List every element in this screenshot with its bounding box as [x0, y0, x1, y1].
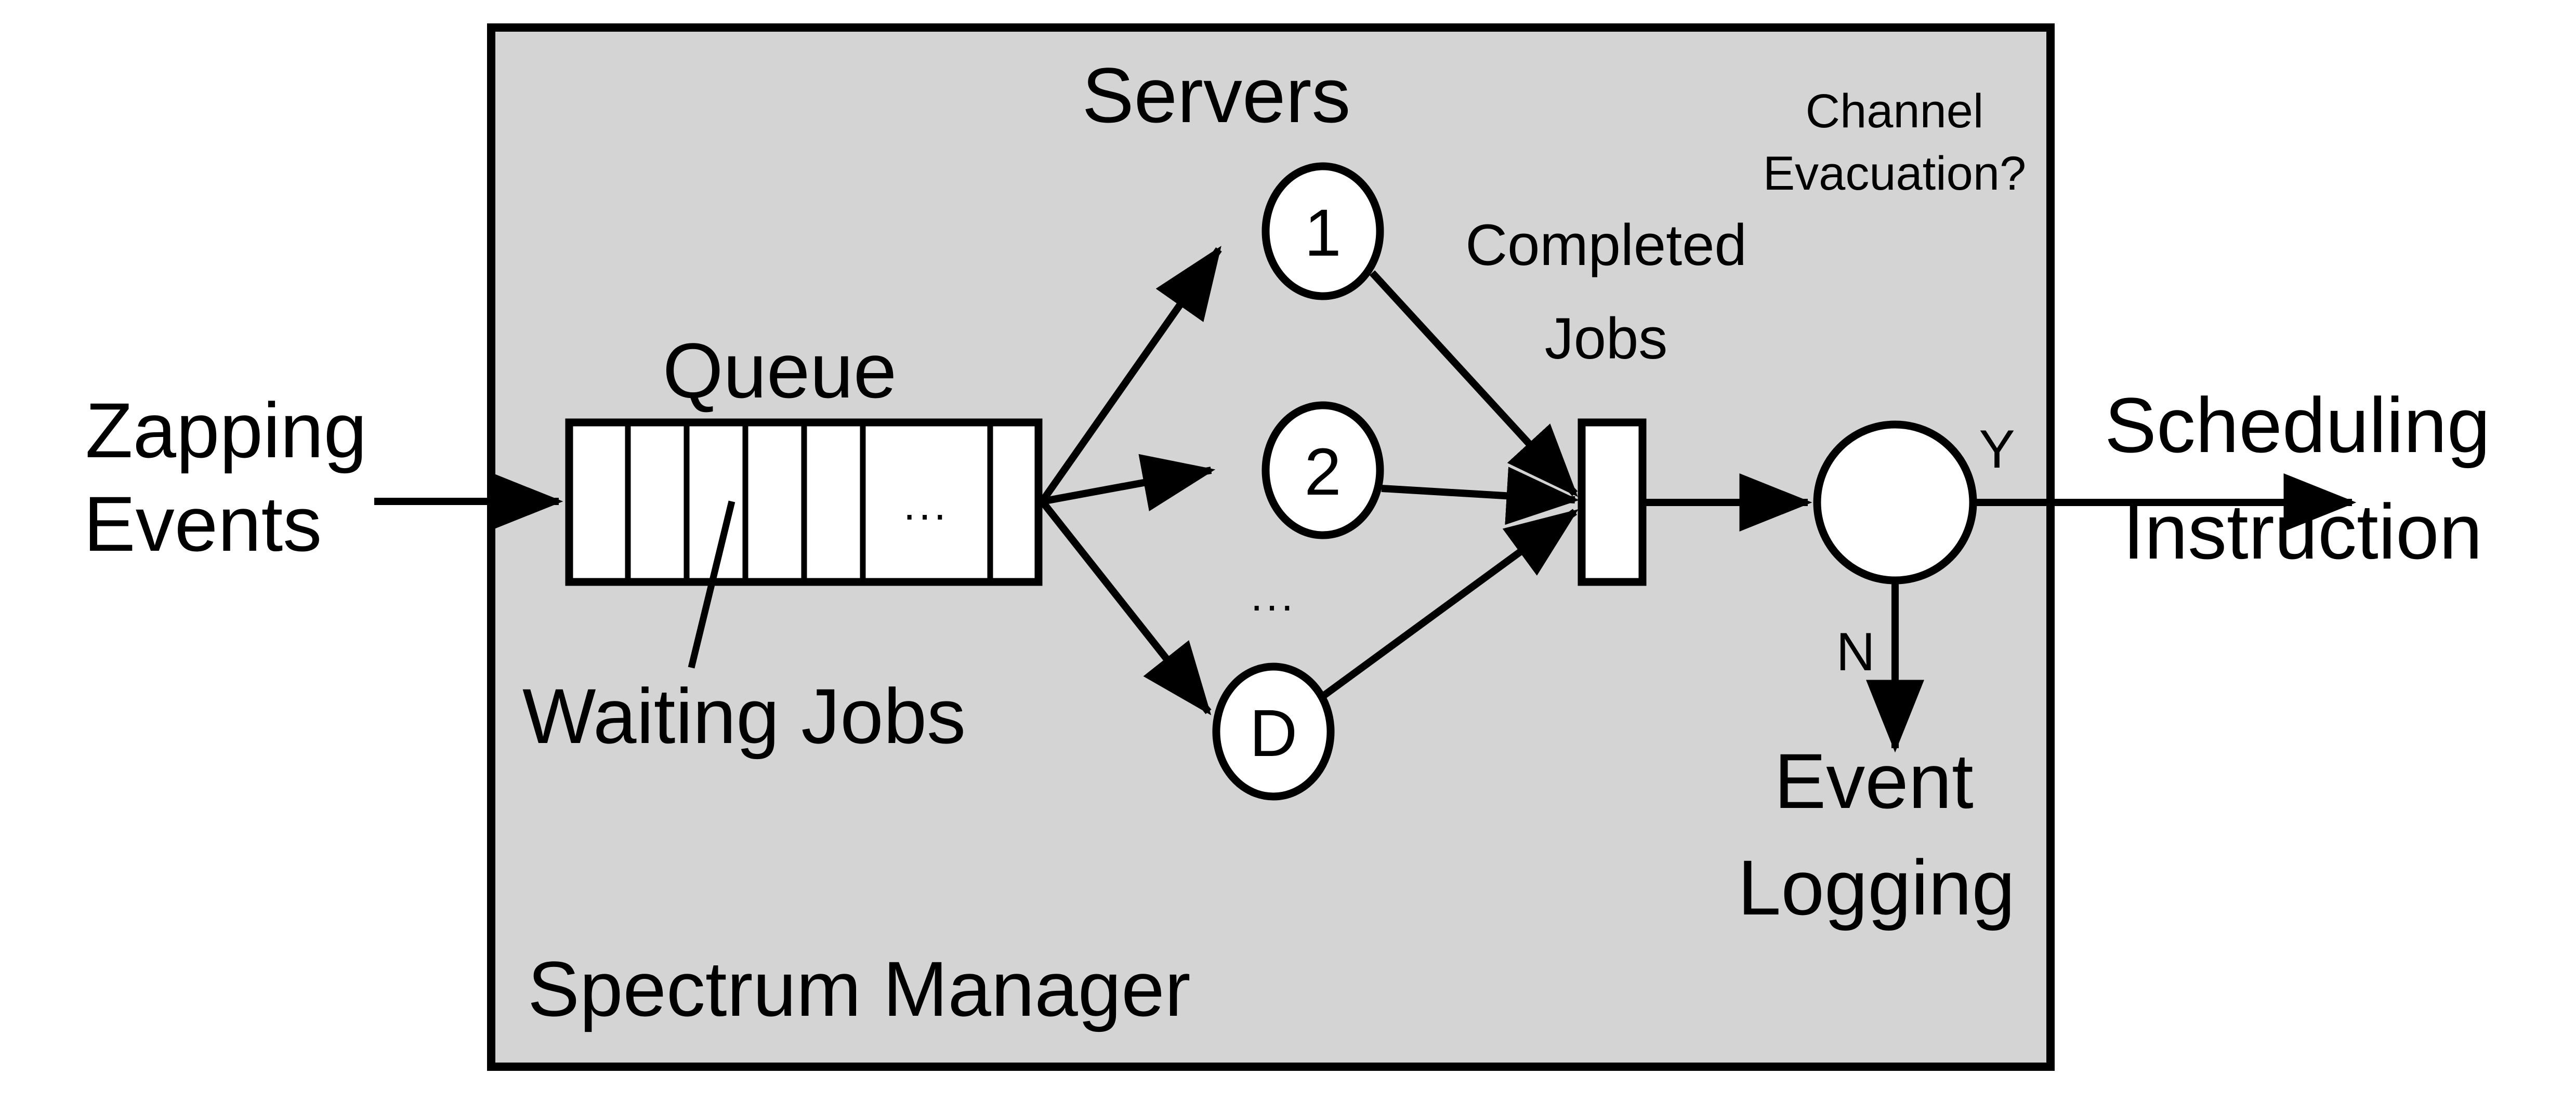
dispatch-arrow-to-server-d: [1039, 499, 1212, 715]
queue-ellipsis: ...: [903, 480, 949, 529]
server-1-circle: [1261, 162, 1384, 300]
completion-arrow-from-server-2: [1381, 467, 1580, 525]
channel-evacuation-decision-node: [1813, 420, 1977, 585]
spectrum-manager-label: Spectrum Manager: [528, 945, 1191, 1032]
event-logging-label-line2: Logging: [1738, 844, 2015, 931]
server-d-label: D: [1250, 696, 1297, 771]
dispatch-arrow-to-server-2: [1041, 454, 1216, 511]
servers-title: Servers: [1082, 51, 1351, 139]
completion-arrow-from-server-1: [1369, 270, 1578, 497]
channel-evacuation-label-line1: Channel: [1806, 85, 1984, 138]
waiting-jobs-label: Waiting Jobs: [522, 672, 966, 760]
no-branch-label: N: [1836, 622, 1875, 682]
servers-ellipsis: ...: [1251, 571, 1296, 620]
completed-jobs-buffer: [1578, 418, 1647, 586]
dispatch-arrow-to-server-1: [1039, 246, 1222, 504]
server-2-label: 2: [1304, 435, 1341, 509]
scheduling-instruction-label-line1: Scheduling: [2105, 381, 2490, 469]
event-logging-label-line1: Event: [1774, 737, 1974, 825]
server-node-1: 1: [1261, 162, 1384, 300]
server-2-circle: [1261, 401, 1384, 539]
yes-branch-label: Y: [1979, 419, 2015, 480]
queue-title: Queue: [663, 327, 897, 414]
zapping-events-label-line1: Zapping: [85, 387, 367, 474]
completion-arrow-from-server-d: [1320, 509, 1579, 699]
server-d-circle: [1212, 662, 1335, 801]
waiting-jobs-leader-line: [688, 500, 735, 669]
completed-jobs-label-line1: Completed: [1465, 213, 1747, 277]
server-1-label: 1: [1304, 196, 1341, 270]
queue-box: ...: [565, 418, 1043, 586]
server-node-d: D: [1212, 662, 1335, 801]
server-node-2: 2: [1261, 401, 1384, 539]
scheduling-instruction-label-line2: Instruction: [2123, 488, 2482, 575]
zapping-events-label-line2: Events: [84, 480, 322, 567]
completed-jobs-label-line2: Jobs: [1545, 306, 1668, 371]
channel-evacuation-label-line2: Evacuation?: [1763, 147, 2026, 200]
